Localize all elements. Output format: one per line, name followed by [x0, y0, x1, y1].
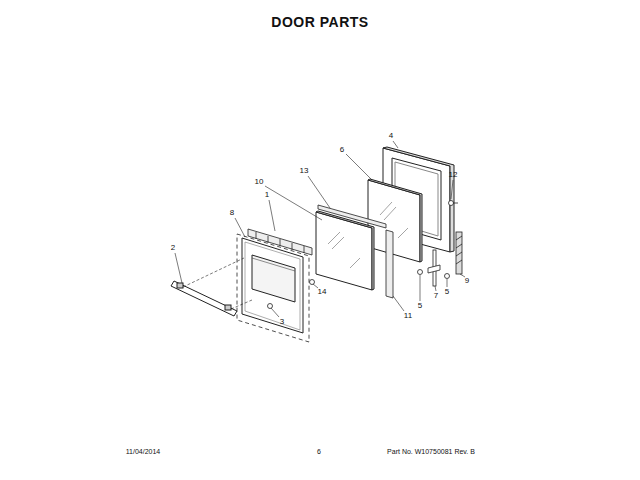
- screws-part: [268, 304, 273, 309]
- leader-lines-part: [460, 274, 465, 277]
- vent-trim: [248, 229, 312, 255]
- leader-lines-part: [235, 218, 245, 237]
- outer-glass-part: [316, 211, 374, 290]
- door-handle: [171, 258, 252, 316]
- page-number: 6: [317, 448, 321, 455]
- part-number: Part No. W10750081 Rev. B: [387, 448, 475, 455]
- leader-lines: [175, 141, 465, 317]
- inner-glass-part: [368, 179, 422, 262]
- door-outer-panel-part: [252, 255, 295, 302]
- hinges-part: [456, 232, 462, 274]
- callout-number: 5: [418, 302, 422, 310]
- vent-trim-part: [248, 229, 312, 255]
- leader-lines-part: [420, 275, 421, 301]
- door-handle-part: [183, 258, 244, 287]
- callout-number: 7: [434, 292, 438, 300]
- door-handle-part: [225, 305, 231, 310]
- hinges-part: [456, 236, 462, 240]
- vent-trim-part: [268, 236, 269, 243]
- hinges-part: [445, 274, 450, 279]
- vent-trim-part: [280, 239, 281, 246]
- hinges-part: [456, 252, 462, 256]
- hinges-part: [456, 260, 462, 264]
- door-handle-part: [171, 281, 237, 316]
- hinges-part: [456, 244, 462, 248]
- outer-glass-part: [332, 237, 344, 249]
- vent-trim-part: [256, 232, 257, 239]
- callout-number: 1: [265, 191, 269, 199]
- leader-lines-part: [393, 141, 398, 148]
- leader-lines-part: [175, 253, 182, 283]
- door-outer-panel-part: [252, 258, 295, 271]
- leader-lines-part: [451, 180, 453, 199]
- leader-lines-part: [308, 176, 330, 208]
- inner-glass-part: [398, 228, 408, 238]
- leader-lines-part: [313, 284, 318, 288]
- callout-number: 13: [300, 167, 309, 175]
- outer-glass: [316, 211, 374, 290]
- hinges-part: [418, 270, 423, 275]
- screws-part: [310, 280, 315, 285]
- callout-number: 11: [404, 312, 412, 320]
- callout-number: 6: [340, 146, 344, 154]
- footer-date: 11/04/2014: [126, 448, 161, 455]
- callout-number: 9: [465, 277, 469, 285]
- screws: [268, 201, 459, 309]
- door-outer-panel-part: [242, 238, 303, 333]
- callout-number: 3: [280, 318, 284, 326]
- callout-number: 14: [318, 288, 327, 296]
- inner-glass: [368, 179, 422, 262]
- vent-trim-part: [292, 243, 293, 250]
- callout-number: 10: [255, 178, 264, 186]
- inner-glass-part: [384, 207, 396, 220]
- outer-glass-part: [328, 232, 340, 244]
- callout-number: 8: [230, 209, 234, 217]
- side-channel-part: [386, 230, 393, 298]
- callout-number: 12: [449, 171, 458, 179]
- screws-part: [453, 203, 458, 204]
- outer-glass-part: [350, 258, 360, 268]
- door-handle-part: [231, 300, 252, 309]
- leader-lines-part: [435, 286, 436, 291]
- vent-trim-part: [304, 246, 305, 253]
- callout-number: 4: [389, 132, 393, 140]
- callout-number: 2: [171, 244, 175, 252]
- leader-lines-part: [265, 186, 322, 220]
- door-handle-part: [177, 283, 183, 288]
- leader-lines-part: [346, 154, 372, 180]
- side-channel: [386, 230, 393, 298]
- hinges: [418, 232, 463, 286]
- door-outer-panel-part: [245, 242, 300, 330]
- page-title: DOOR PARTS: [271, 15, 368, 29]
- screws-part: [449, 201, 454, 206]
- hinges-part: [428, 265, 440, 273]
- leader-lines-part: [393, 296, 404, 311]
- leader-lines-part: [271, 308, 279, 317]
- callout-number: 5: [445, 288, 449, 296]
- leader-lines-part: [447, 279, 448, 287]
- leader-lines-part: [269, 200, 275, 231]
